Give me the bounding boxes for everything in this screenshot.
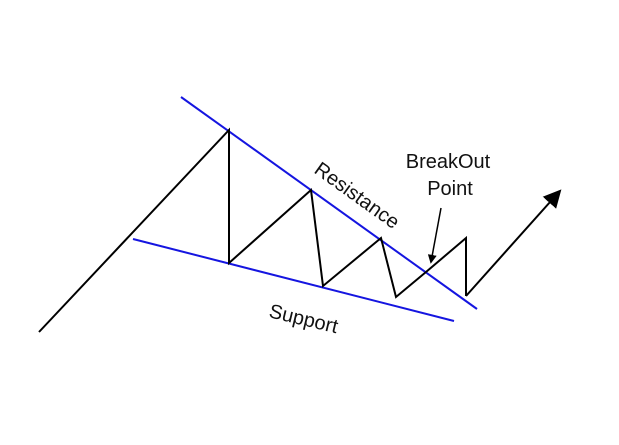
breakout-label-line2: Point (427, 178, 473, 200)
price-path (38, 127, 427, 333)
breakout-price-path (425, 235, 467, 296)
breakout-label-line1: BreakOut (406, 151, 491, 173)
support-line (132, 238, 455, 322)
resistance-line (180, 96, 478, 310)
arrow-icon (427, 207, 442, 264)
arrowhead-icon (465, 189, 562, 297)
support-label: Support (267, 300, 341, 338)
